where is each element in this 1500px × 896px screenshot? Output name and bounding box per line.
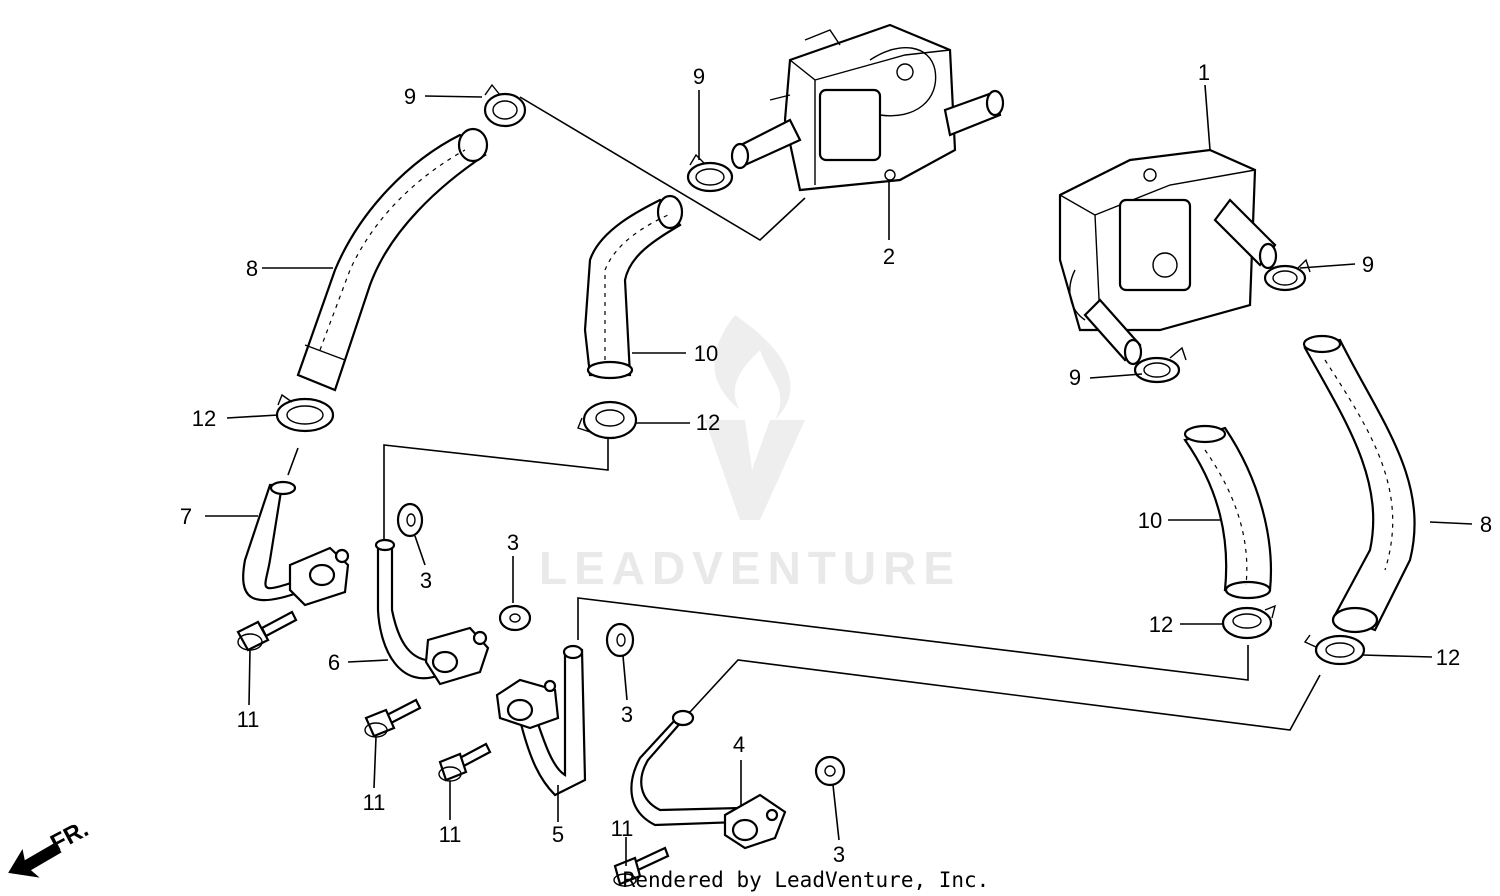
connection-line-hose8-valve2: [519, 96, 806, 241]
callout-11a: 11: [237, 707, 260, 732]
connection-line-clamp12-pipe6: [383, 438, 609, 540]
hose-10-right: [1183, 424, 1273, 600]
clamp-12-b: [577, 400, 638, 440]
callout-5: 5: [552, 822, 564, 847]
callout-8a: 8: [246, 256, 258, 281]
washer-3-c: [605, 622, 635, 658]
callout-2: 2: [883, 244, 895, 269]
footer-credit: Rendered by LeadVenture, Inc.: [623, 868, 990, 892]
front-arrow-icon: [8, 842, 62, 878]
connection-line-clamp12-pipe7: [287, 447, 299, 476]
washer-3-b: [498, 604, 532, 632]
callout-12a: 12: [192, 406, 216, 431]
callout-12b: 12: [696, 410, 720, 435]
clamp-12-d: [1303, 634, 1366, 666]
callout-leaders: [205, 84, 1473, 866]
clamp-12-a: [275, 393, 335, 433]
callout-8b: 8: [1480, 512, 1492, 537]
clamp-9-d: [1133, 346, 1187, 384]
air-suction-valve-1: [1058, 148, 1278, 366]
clamp-9-b: [686, 153, 734, 193]
bolt-11-d: [613, 846, 670, 887]
watermark-v-logo: [705, 420, 805, 520]
callout-3b: 3: [507, 530, 519, 555]
air-suction-valve-2: [730, 23, 1005, 192]
callout-11d: 11: [611, 816, 634, 841]
callout-3a: 3: [420, 568, 432, 593]
bolt-11-c: [438, 742, 492, 782]
front-direction-indicator: FR.: [8, 815, 93, 878]
pipe-6: [374, 538, 490, 686]
callout-9c: 9: [1362, 252, 1374, 277]
connection-line-clamp12-pipe5: [577, 597, 1249, 681]
callout-10b: 10: [1138, 508, 1162, 533]
callout-9b: 9: [693, 64, 705, 89]
callout-1: 1: [1198, 60, 1210, 85]
watermark-text: LEADVENTURE: [539, 542, 961, 594]
callout-labels: 1 2 9 9 9 9 8 8 10 10 12 12 12 12 7 6 5 …: [180, 60, 1492, 867]
hose-8-left: [296, 127, 489, 392]
pipe-7: [242, 480, 350, 607]
callout-6: 6: [328, 650, 340, 675]
connection-line-clamp12-pipe4: [689, 659, 1321, 731]
callout-9d: 9: [1069, 365, 1081, 390]
hose-10-middle: [583, 194, 684, 380]
watermark: LEADVENTURE: [539, 315, 961, 594]
connection-lines: [287, 96, 1321, 731]
callout-12d: 12: [1436, 645, 1460, 670]
callout-9a: 9: [404, 84, 416, 109]
pipe-4: [630, 709, 787, 850]
callout-12c: 12: [1149, 612, 1173, 637]
washer-3-d: [814, 755, 846, 787]
watermark-flame-logo: [714, 315, 791, 420]
callout-11c: 11: [439, 822, 462, 847]
bolt-11-a: [236, 610, 298, 652]
pipe-5: [495, 644, 587, 797]
clamp-9-a: [483, 83, 527, 128]
callout-3c: 3: [621, 702, 633, 727]
callout-7: 7: [180, 504, 192, 529]
callout-4: 4: [733, 732, 745, 757]
callout-11b: 11: [363, 790, 386, 815]
hose-8-right: [1302, 334, 1416, 634]
washer-3-a: [396, 502, 424, 538]
bolt-11-b: [364, 698, 422, 738]
clamp-12-c: [1221, 604, 1277, 640]
callout-3d: 3: [833, 842, 845, 867]
callout-10a: 10: [694, 341, 718, 366]
